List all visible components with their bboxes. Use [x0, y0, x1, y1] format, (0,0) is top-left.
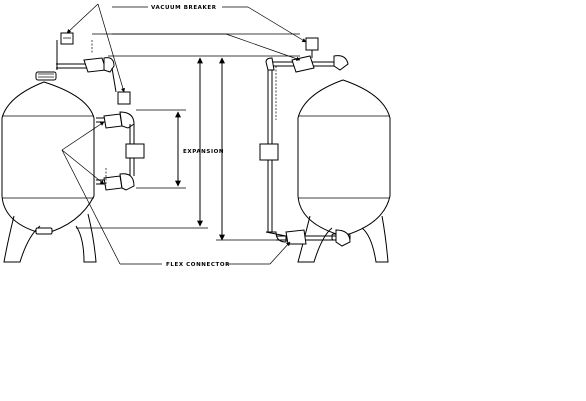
expansion-label-group: EXPANSION	[183, 149, 224, 155]
left-top-piping	[56, 40, 117, 93]
vacuum-breaker-left-top	[60, 32, 74, 45]
left-side-piping	[96, 111, 145, 191]
vacuum-breaker-label-group: VACUUM BREAKER	[66, 3, 307, 93]
expansion-label: EXPANSION	[183, 149, 224, 155]
top-reference-lines	[92, 33, 301, 61]
vacuum-breaker-label: VACUUM BREAKER	[151, 5, 217, 11]
expansion-dimension	[76, 55, 300, 241]
flex-connector-label: FLEX CONNECTOR	[166, 262, 230, 268]
vacuum-breaker-left-side	[117, 91, 131, 105]
right-piping	[259, 37, 351, 247]
flex-connector-label-group: FLEX CONNECTOR	[61, 121, 291, 268]
left-tank	[1, 71, 97, 263]
